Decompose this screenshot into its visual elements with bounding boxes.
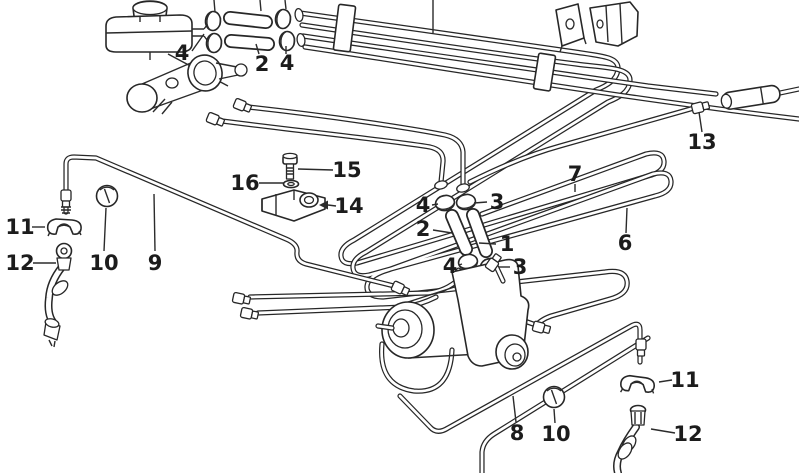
cropped-leader-lines <box>213 0 434 33</box>
callout-leader-1 <box>478 242 497 245</box>
callout-12: 12 <box>5 251 34 275</box>
callout-6: 6 <box>618 231 633 255</box>
fluid-reservoir <box>105 0 229 87</box>
sleeve-grommet-1 <box>332 3 357 53</box>
callout-leader-4 <box>431 203 439 206</box>
callout-13: 13 <box>687 130 716 154</box>
clamp-top-right-lower <box>277 30 297 52</box>
washer-16 <box>282 179 300 189</box>
callout-leader-10 <box>103 207 107 252</box>
callout-11: 11 <box>5 215 34 239</box>
callout-12: 12 <box>673 422 702 446</box>
callout-leader-6 <box>625 207 628 234</box>
rail-nut-lower <box>239 306 260 322</box>
clamp-4-top-left-upper <box>203 10 223 32</box>
callout-8: 8 <box>510 421 525 445</box>
callout-arrow-14 <box>319 200 328 210</box>
callout-7: 7 <box>568 162 583 186</box>
callout-10: 10 <box>541 422 570 446</box>
top-right-bracket <box>555 1 639 53</box>
callout-3: 3 <box>513 255 528 279</box>
hose-12-left-fittings <box>43 242 73 348</box>
callout-leader-12 <box>650 428 676 434</box>
callout-15: 15 <box>332 158 361 182</box>
clip-11-left <box>46 218 82 237</box>
callout-leader-8 <box>512 395 517 423</box>
pipe-9-end-fitting <box>60 189 72 214</box>
mc-outlet-nut-1 <box>205 111 226 129</box>
abs-right-nut <box>531 320 552 336</box>
callout-leader-9 <box>153 193 156 252</box>
bracket-14 <box>261 189 326 222</box>
pipe-13-nut <box>690 99 711 115</box>
callout-leader-15 <box>297 168 334 171</box>
callout-14: 14 <box>334 194 363 218</box>
callout-leader-2 <box>432 229 453 234</box>
pipe-stub-cap-left <box>433 179 449 191</box>
clamp-top-right-upper <box>273 8 293 30</box>
clip-11-right <box>619 374 656 396</box>
tee-connector-13 <box>690 84 781 115</box>
callout-leader-2 <box>255 43 260 55</box>
sleeve-grommet-2 <box>532 52 557 92</box>
hose-12-right-fittings <box>617 404 647 460</box>
callout-16: 16 <box>230 171 259 195</box>
callout-4: 4 <box>175 41 190 65</box>
rail-nut-upper <box>231 291 252 307</box>
callout-leader-14 <box>327 204 337 207</box>
callout-3: 3 <box>490 190 505 214</box>
callout-leader-13 <box>698 111 703 133</box>
callout-leader-11 <box>658 379 673 383</box>
callout-leader-3 <box>473 201 488 204</box>
flex-hoses <box>44 11 640 473</box>
callout-9: 9 <box>148 251 163 275</box>
callout-leader-10 <box>553 408 556 424</box>
master-cylinder <box>126 54 253 129</box>
callout-leader-4 <box>458 263 463 266</box>
callout-4: 4 <box>443 254 458 278</box>
abs-hydraulic-unit <box>375 251 552 370</box>
callout-leader-4 <box>191 33 205 52</box>
clamp-4-top-left-lower <box>204 32 224 54</box>
pipe-sleeves <box>332 3 557 92</box>
mc-outlet-nut-2 <box>232 97 253 115</box>
callout-2: 2 <box>255 52 270 76</box>
callout-11: 11 <box>670 368 699 392</box>
bolt-15 <box>282 152 298 180</box>
callout-4: 4 <box>280 51 295 75</box>
callout-2: 2 <box>416 217 431 241</box>
grommet-10-right <box>542 385 566 409</box>
callout-1: 1 <box>500 232 515 256</box>
callout-10: 10 <box>89 251 118 275</box>
grommet-10-left <box>95 184 119 208</box>
pipe-tip-upper <box>293 7 305 23</box>
callout-4: 4 <box>416 193 431 217</box>
pipe-8-fitting <box>635 338 647 357</box>
